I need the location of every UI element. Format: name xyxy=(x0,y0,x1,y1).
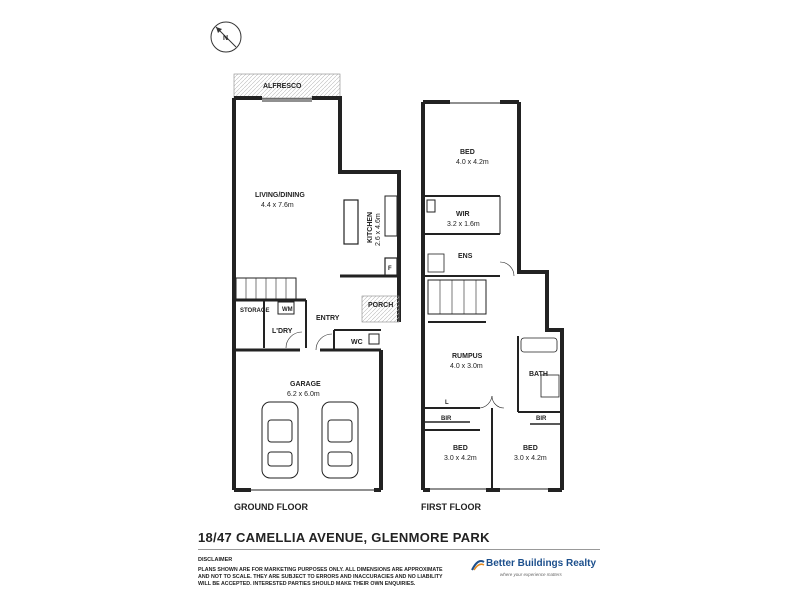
rumpus-size: 4.0 x 3.0m xyxy=(450,363,483,370)
bed2-size: 3.0 x 4.2m xyxy=(444,455,477,462)
bed3-label: BED xyxy=(523,445,538,452)
bed1-label: BED xyxy=(460,149,475,156)
living-label: LIVING/DINING xyxy=(255,192,305,199)
storage-label: STORAGE xyxy=(240,308,270,314)
entry-label: ENTRY xyxy=(316,315,340,322)
car-icon xyxy=(321,401,359,479)
car-icon xyxy=(261,401,299,479)
alfresco-label: ALFRESCO xyxy=(263,83,302,90)
wm-label: WM xyxy=(282,307,293,313)
ens-label: ENS xyxy=(458,253,473,260)
bed2-label: BED xyxy=(453,445,468,452)
rumpus-label: RUMPUS xyxy=(452,353,483,360)
living-size: 4.4 x 7.6m xyxy=(261,202,294,209)
first-floor-label: FIRST FLOOR xyxy=(421,502,481,512)
kitchen-size: 2.6 x 4.6m xyxy=(375,213,382,246)
linen-label: L xyxy=(445,400,449,406)
porch-label: PORCH xyxy=(368,302,393,309)
bed3-size: 3.0 x 4.2m xyxy=(514,455,547,462)
brand-logo-icon xyxy=(471,560,485,571)
fridge-label: F xyxy=(388,266,392,272)
ground-floor-label: GROUND FLOOR xyxy=(234,502,308,512)
kitchen-label: KITCHEN xyxy=(367,212,374,243)
disclaimer-title: DISCLAIMER xyxy=(198,557,233,563)
compass: N xyxy=(210,21,242,53)
first-floor-plan xyxy=(421,100,564,492)
brand-name: Better Buildings Realty xyxy=(486,558,597,569)
bath-label: BATH xyxy=(529,371,548,378)
brand-tagline: where your experience matters xyxy=(500,572,562,577)
bed1-size: 4.0 x 4.2m xyxy=(456,159,489,166)
north-arrow-icon xyxy=(216,27,222,33)
garage-label: GARAGE xyxy=(290,381,321,388)
bir2-label: BIR xyxy=(536,416,547,422)
alfresco-area xyxy=(233,73,341,99)
laundry-label: L'DRY xyxy=(272,328,293,335)
bir1-label: BIR xyxy=(441,416,452,422)
porch-area xyxy=(361,295,400,323)
compass-label: N xyxy=(223,35,228,42)
wir-label: WIR xyxy=(456,211,470,218)
garage-size: 6.2 x 6.0m xyxy=(287,391,320,398)
divider xyxy=(198,549,600,550)
ground-floor-plan xyxy=(232,73,401,492)
disclaimer-text: PLANS SHOWN ARE FOR MARKETING PURPOSES O… xyxy=(198,567,443,587)
wir-size: 3.2 x 1.6m xyxy=(447,221,480,228)
wc-label: WC xyxy=(351,339,363,346)
property-address: 18/47 CAMELLIA AVENUE, GLENMORE PARK xyxy=(198,530,490,545)
